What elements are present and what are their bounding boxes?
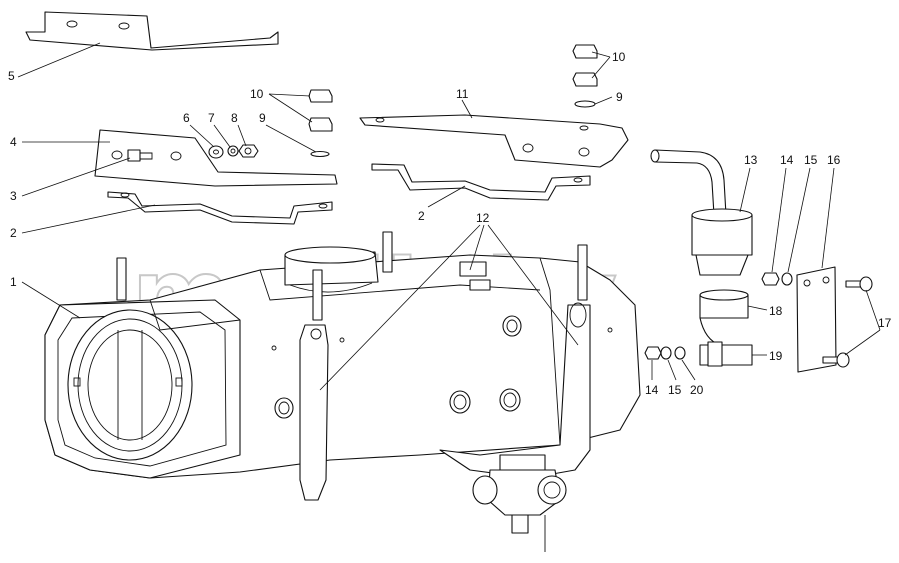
callout-3: 3 (10, 189, 17, 203)
parts-18-19-clamps (699, 289, 753, 367)
callout-18: 18 (769, 304, 783, 318)
part-5-bracket (25, 11, 279, 51)
callout-13: 13 (744, 153, 758, 167)
parts-9-10-left-stack (308, 89, 333, 158)
callout-17: 17 (878, 316, 892, 330)
part-4-bracket (94, 129, 338, 187)
part-13-exhaust-pipe (650, 149, 753, 276)
callout-9-right: 9 (616, 90, 623, 104)
callout-6: 6 (183, 111, 190, 125)
callout-19: 19 (769, 349, 783, 363)
callout-10-right: 10 (612, 50, 626, 64)
callout-12: 12 (476, 211, 490, 225)
callout-15-bottom: 15 (668, 383, 682, 397)
callout-15-top: 15 (804, 153, 818, 167)
parts-9-10-right-stack (572, 44, 598, 108)
part-11-bracket (359, 114, 629, 168)
callout-14-bottom: 14 (645, 383, 659, 397)
callout-9-left: 9 (259, 111, 266, 125)
leader-lines (17, 42, 881, 391)
part-17-bolts (822, 276, 873, 368)
part-2-left-bracket (107, 191, 333, 225)
callout-8: 8 (231, 111, 238, 125)
callout-4: 4 (10, 135, 17, 149)
callout-2-right: 2 (418, 209, 425, 223)
callout-11: 11 (456, 87, 469, 101)
part-2-right-bracket (371, 163, 591, 201)
parts-14-15-20-fasteners (644, 272, 793, 360)
callout-1: 1 (10, 275, 17, 289)
callout-labels: 5 4 3 2 1 6 7 8 9 10 11 10 9 2 12 13 14 … (8, 50, 892, 397)
parts-6-7-8-fasteners (208, 144, 259, 159)
callout-2-left: 2 (10, 226, 17, 240)
callout-7: 7 (208, 111, 215, 125)
callout-10-left: 10 (250, 87, 264, 101)
callout-5: 5 (8, 69, 15, 83)
callout-14-top: 14 (780, 153, 794, 167)
callout-16: 16 (827, 153, 841, 167)
callout-20: 20 (690, 383, 704, 397)
part-16-plate (796, 266, 837, 373)
